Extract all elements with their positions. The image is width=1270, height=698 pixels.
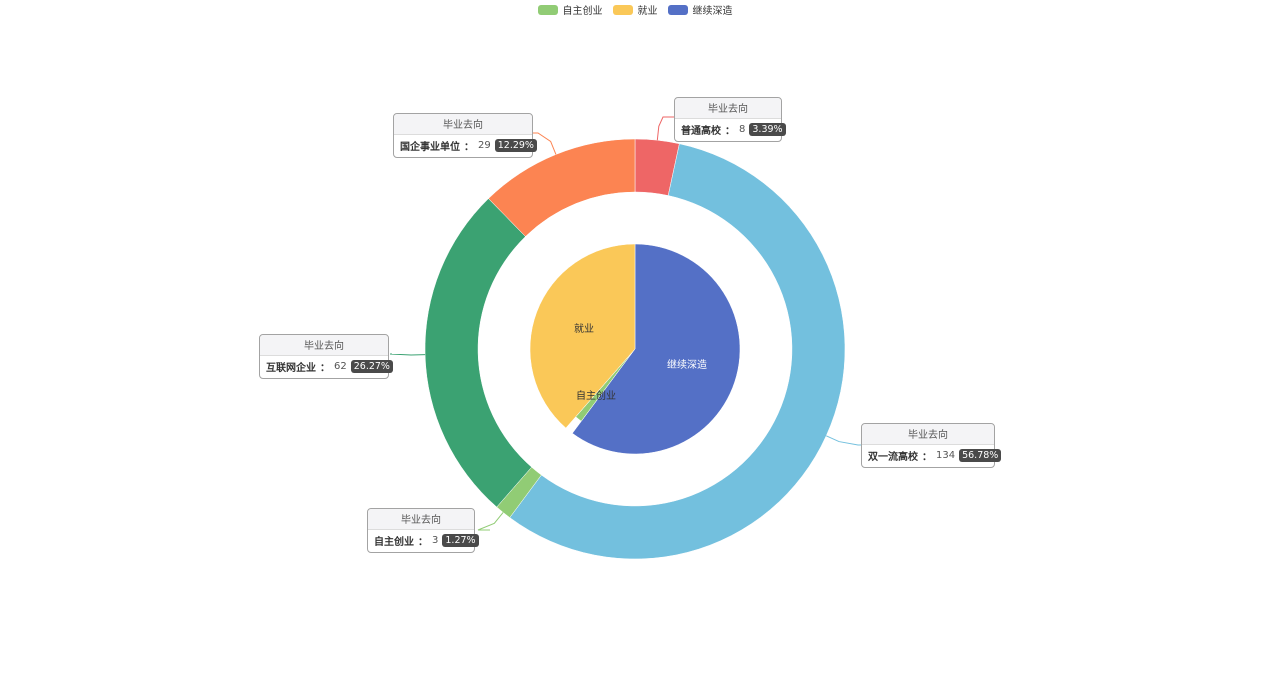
callout-name: 国企事业单位 <box>400 142 460 153</box>
outer-ring <box>424 138 846 560</box>
callout-header: 毕业去向 <box>862 424 994 445</box>
leader-line <box>477 512 504 531</box>
outer-slice[interactable] <box>488 138 636 237</box>
callout-ordinary-university: 毕业去向 普通高校 ： 8 3.39% <box>674 97 786 142</box>
legend-item-self-employed[interactable]: 自主创业 <box>537 2 603 17</box>
legend-label: 继续深造 <box>692 6 733 17</box>
callout-name: 互联网企业 <box>266 363 316 374</box>
callout-body: 互联网企业 ： 62 26.27% <box>260 356 393 378</box>
chart-legend: 自主创业 就业 继续深造 <box>0 2 1270 17</box>
legend-label: 自主创业 <box>562 6 603 17</box>
callout-percent: 56.78% <box>959 449 1002 462</box>
callout-header: 毕业去向 <box>675 98 781 119</box>
inner-slice-label: 自主创业 <box>576 389 616 402</box>
callout-state-owned: 毕业去向 国企事业单位 ： 29 12.29% <box>393 113 537 158</box>
callout-colon: ： <box>418 537 428 548</box>
inner-slice-label: 就业 <box>574 322 594 335</box>
inner-slice-label: 继续深造 <box>667 358 707 371</box>
callout-name: 普通高校 <box>681 126 721 137</box>
callout-name: 自主创业 <box>374 537 414 548</box>
outer-slice[interactable] <box>424 198 532 508</box>
callout-body: 自主创业 ： 3 1.27% <box>368 530 479 552</box>
legend-swatch <box>612 4 633 15</box>
callout-value: 3 <box>432 535 439 546</box>
callout-colon: ： <box>725 126 735 137</box>
callout-internet-company: 毕业去向 互联网企业 ： 62 26.27% <box>259 334 393 379</box>
callout-value: 134 <box>936 450 956 461</box>
callout-header: 毕业去向 <box>260 335 388 356</box>
label-leader-lines <box>389 116 861 531</box>
callout-body: 普通高校 ： 8 3.39% <box>675 119 786 141</box>
callout-colon: ： <box>464 142 474 153</box>
outer-slice[interactable] <box>509 143 846 560</box>
legend-item-further-study[interactable]: 继续深造 <box>667 2 733 17</box>
callout-value: 8 <box>739 124 746 135</box>
callout-colon: ： <box>922 452 932 463</box>
legend-item-employment[interactable]: 就业 <box>612 2 658 17</box>
callout-percent: 1.27% <box>442 534 479 547</box>
callout-percent: 26.27% <box>350 360 393 373</box>
legend-swatch <box>537 4 558 15</box>
callout-value: 29 <box>478 140 491 151</box>
callout-percent: 12.29% <box>494 139 537 152</box>
callout-name: 双一流高校 <box>868 452 918 463</box>
leader-line <box>533 132 557 155</box>
callout-body: 双一流高校 ： 134 56.78% <box>862 445 1002 467</box>
leader-line <box>656 116 674 141</box>
callout-body: 国企事业单位 ： 29 12.29% <box>394 135 537 157</box>
inner-slice[interactable] <box>572 243 741 455</box>
callout-header: 毕业去向 <box>394 114 532 135</box>
callout-double-first-class: 毕业去向 双一流高校 ： 134 56.78% <box>861 423 1002 468</box>
inner-pie <box>529 243 741 455</box>
callout-colon: ： <box>320 363 330 374</box>
legend-swatch <box>667 4 688 15</box>
callout-value: 62 <box>334 361 347 372</box>
inner-slice[interactable] <box>529 243 636 429</box>
callout-header: 毕业去向 <box>368 509 474 530</box>
callout-percent: 3.39% <box>749 123 786 136</box>
legend-label: 就业 <box>637 6 658 17</box>
callout-self-employed: 毕业去向 自主创业 ： 3 1.27% <box>367 508 479 553</box>
leader-line <box>389 353 426 356</box>
leader-line <box>826 435 861 446</box>
